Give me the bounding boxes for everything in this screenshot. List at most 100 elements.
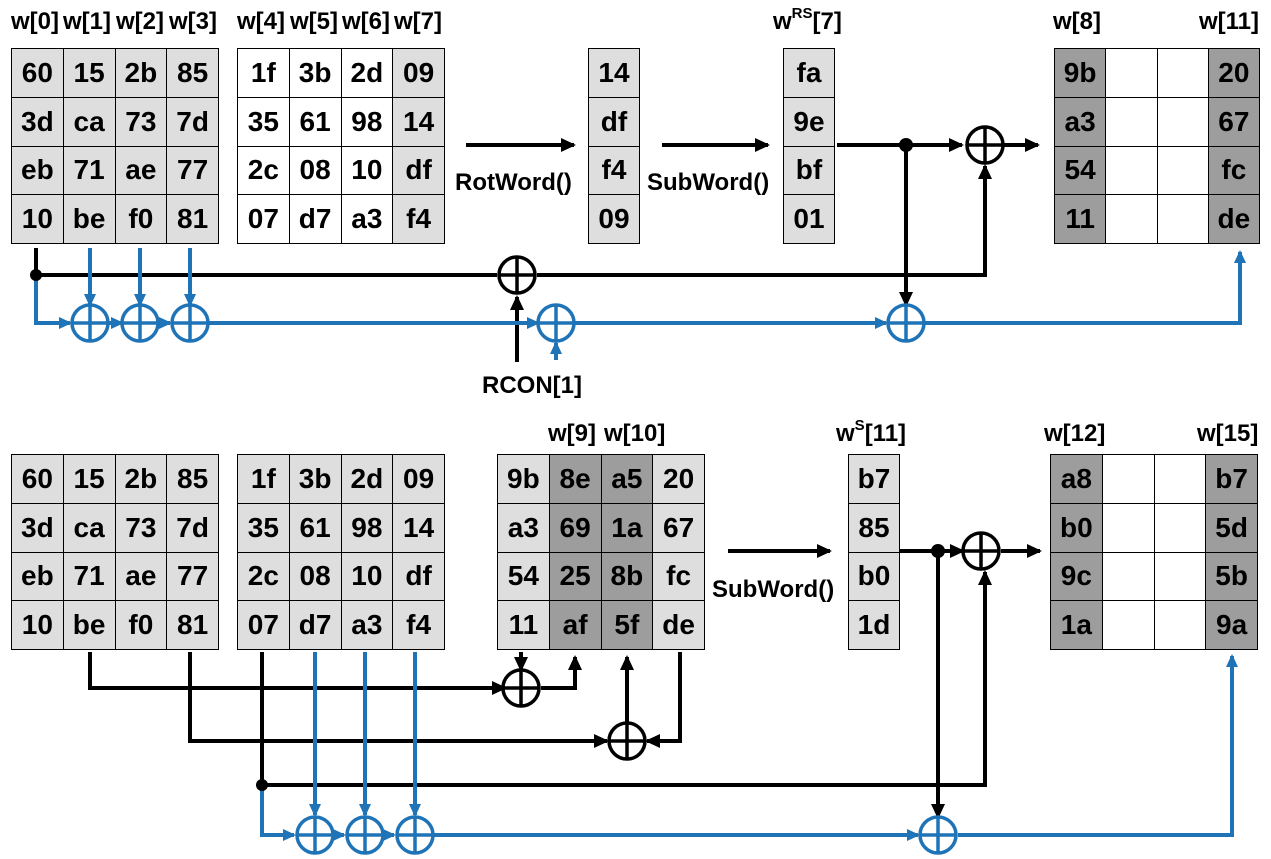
byte-cell: 60 <box>11 454 64 504</box>
junction-dot <box>899 138 913 152</box>
label-w15: w[15] <box>1197 420 1259 447</box>
byte-cell: d7 <box>288 600 342 650</box>
byte-cell: a3 <box>340 194 394 244</box>
byte-cell: 81 <box>166 194 219 244</box>
byte-cell: f0 <box>114 600 168 650</box>
byte-cell: 3b <box>288 48 342 98</box>
xor-circle-plus-icon <box>70 303 110 343</box>
grid-row: b0 <box>848 551 900 602</box>
byte-cell <box>1105 96 1158 147</box>
junction-dot <box>30 269 42 281</box>
xor-circle-plus-icon <box>120 303 160 343</box>
byte-cell: 15 <box>62 454 116 504</box>
byte-cell: fc <box>1207 145 1261 196</box>
byte-cell: d7 <box>288 194 342 244</box>
byte-cell: 71 <box>62 145 116 196</box>
label-ws11-tail: [11] <box>864 420 907 447</box>
byte-cell: 61 <box>288 502 342 553</box>
byte-cell: 1f <box>237 48 290 98</box>
byte-cell: 20 <box>1207 48 1261 98</box>
byte-cell: f4 <box>392 194 445 244</box>
byte-cell: ae <box>114 551 168 602</box>
byte-cell <box>1156 194 1209 244</box>
byte-cell: 3b <box>288 454 342 504</box>
label-w6: w[6] <box>342 8 390 35</box>
byte-cell: 5b <box>1205 551 1258 602</box>
xor-circle-plus-icon <box>607 721 647 761</box>
byte-cell: 2c <box>237 551 290 602</box>
byte-cell: 11 <box>497 600 550 650</box>
byte-cell <box>1105 194 1158 244</box>
label-wrs7-sup: RS <box>791 5 813 22</box>
label-ws11: wS[11] <box>836 418 907 447</box>
byte-cell: a8 <box>1050 454 1103 504</box>
xor-circle-plus-icon <box>918 815 958 855</box>
byte-cell: 9a <box>1205 600 1258 650</box>
byte-cell <box>1101 502 1155 553</box>
byte-cell: af <box>548 600 602 650</box>
byte-cell: 5d <box>1205 502 1258 553</box>
byte-cell: 2c <box>237 145 290 196</box>
grid-row: 09 <box>588 194 640 244</box>
byte-cell <box>1153 502 1207 553</box>
byte-cell: 3d <box>11 96 64 147</box>
byte-cell: fa <box>783 48 835 98</box>
byte-cell: de <box>1207 194 1261 244</box>
label-w7: w[7] <box>394 8 442 35</box>
byte-cell: b0 <box>1050 502 1103 553</box>
byte-cell: 67 <box>652 502 705 553</box>
byte-cell: df <box>588 96 640 147</box>
byte-cell: 9c <box>1050 551 1103 602</box>
grid-row: b7 <box>848 454 900 504</box>
byte-cell <box>1156 48 1209 98</box>
byte-cell: 9b <box>497 454 550 504</box>
byte-cell: 8b <box>600 551 654 602</box>
byte-cell: 15 <box>62 48 116 98</box>
label-w2: w[2] <box>116 8 164 35</box>
byte-cell: 08 <box>288 145 342 196</box>
byte-cell: eb <box>11 145 64 196</box>
grid-row: 1d <box>848 600 900 650</box>
byte-cell: 60 <box>11 48 64 98</box>
byte-cell: 61 <box>288 96 342 147</box>
xor-circle-plus-icon <box>395 815 435 855</box>
grid-row: fa <box>783 48 835 98</box>
byte-cell: b7 <box>1205 454 1258 504</box>
bottom-blue-wires <box>260 652 1238 841</box>
byte-cell: 10 <box>11 194 64 244</box>
top-blue-wires <box>34 248 1246 360</box>
byte-cell: a5 <box>600 454 654 504</box>
byte-cell: 8e <box>548 454 602 504</box>
byte-cell: ca <box>62 96 116 147</box>
label-w9: w[9] <box>548 420 596 447</box>
label-w5: w[5] <box>290 8 338 35</box>
label-ws11-sup: S <box>854 417 865 434</box>
byte-cell: 10 <box>340 145 394 196</box>
label-wrs7: wRS[7] <box>773 6 842 34</box>
byte-cell: ae <box>114 145 168 196</box>
byte-cell: 14 <box>588 48 640 98</box>
xor-circle-plus-icon <box>345 815 385 855</box>
byte-cell: 14 <box>392 96 445 147</box>
byte-cell: 07 <box>237 194 290 244</box>
grid-row: bf <box>783 145 835 196</box>
byte-cell: 98 <box>340 96 394 147</box>
